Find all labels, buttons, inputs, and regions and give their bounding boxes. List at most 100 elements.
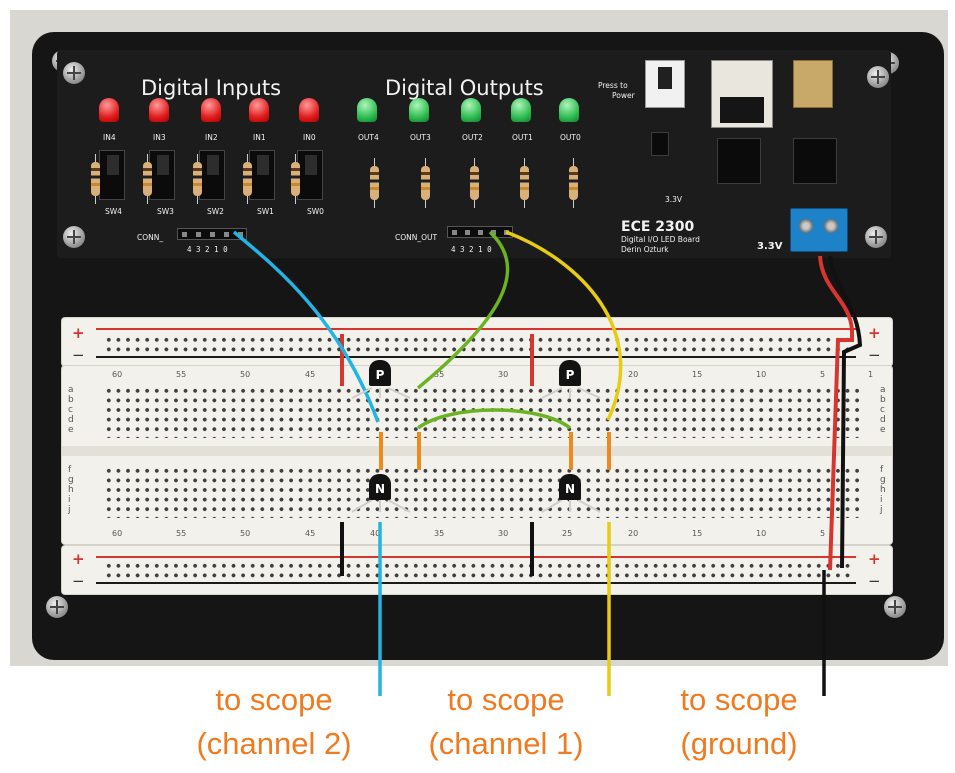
switch-icon[interactable]: [99, 150, 125, 200]
led-icon: [559, 98, 579, 122]
usb-c-port: [793, 60, 833, 108]
rail-plus: +: [868, 324, 881, 342]
row-letter: h: [68, 485, 74, 495]
conn-in-label: CONN_: [137, 233, 164, 242]
regulator: [717, 138, 761, 184]
row-letter: i: [880, 495, 883, 505]
black-power-wire: [828, 255, 863, 569]
screw-icon: [865, 226, 887, 248]
pmos-transistor-icon: P: [369, 360, 391, 386]
led-icon: [201, 98, 221, 122]
col-number: 10: [756, 529, 767, 538]
col-number: 5: [820, 370, 826, 379]
switch-label-sw4: SW4: [105, 207, 122, 216]
caption-line: (channel 2): [196, 726, 352, 761]
caption-line: to scope: [215, 682, 333, 717]
rail-plus: +: [72, 324, 85, 342]
screw-icon: [867, 66, 889, 88]
chip-ic: [651, 132, 669, 156]
switch-icon[interactable]: [199, 150, 225, 200]
led-label-out1: OUT1: [512, 133, 533, 142]
green-jumper-arc: [416, 408, 572, 430]
regulator-2: [793, 138, 837, 184]
row-letter: f: [880, 465, 884, 475]
led-icon: [461, 98, 481, 122]
switch-icon[interactable]: [149, 150, 175, 200]
col-number: 45: [305, 370, 316, 379]
red-power-wire: [818, 255, 854, 571]
resistor-icon: [470, 158, 479, 208]
resistor-icon: [291, 154, 300, 204]
rail-minus: −: [868, 572, 881, 590]
resistor-icon: [421, 158, 430, 208]
caption-ground: to scope (ground): [664, 678, 814, 766]
led-icon: [299, 98, 319, 122]
led-icon: [149, 98, 169, 122]
row-letter: c: [68, 405, 73, 415]
rail-minus: −: [72, 346, 85, 364]
caption-line: to scope: [680, 682, 798, 717]
row-letter: e: [68, 425, 74, 435]
screw-icon: [884, 596, 906, 618]
yellow-wire: [505, 230, 623, 421]
bottom-power-rail: + + − −: [62, 546, 892, 594]
col-number: 35: [434, 370, 445, 379]
top-power-rail: + + − −: [62, 318, 892, 366]
col-number: 25: [562, 529, 573, 538]
power-label-line2: Power: [612, 91, 635, 100]
row-letter: d: [68, 415, 74, 425]
row-letter: d: [880, 415, 886, 425]
power-button[interactable]: [645, 60, 685, 108]
col-number: 30: [498, 529, 509, 538]
inputs-title: Digital Inputs: [141, 76, 282, 100]
board-name: Digital I/O LED Board: [621, 235, 700, 244]
screw-icon: [63, 226, 85, 248]
strip-holes-bottom: [104, 466, 862, 518]
resistor-icon: [143, 154, 152, 204]
terminal-strip: 60 55 50 45 35 30 20 15 10 5 1 60 55 50 …: [62, 366, 892, 544]
led-label-out4: OUT4: [358, 133, 379, 142]
col-number: 40: [370, 529, 381, 538]
resistor-icon: [91, 154, 100, 204]
resistor-icon: [243, 154, 252, 204]
caption-channel-2: to scope (channel 2): [176, 678, 372, 766]
col-number: 60: [112, 370, 123, 379]
voltage-label: 3.3V: [757, 241, 783, 252]
led-label-in1: IN1: [253, 133, 266, 142]
rail-holes: [104, 335, 854, 355]
led-icon: [99, 98, 119, 122]
led-icon: [409, 98, 429, 122]
col-number: 55: [176, 370, 187, 379]
led-label-in0: IN0: [303, 133, 316, 142]
row-letter: a: [880, 385, 886, 395]
row-letter: f: [68, 465, 72, 475]
col-number: 55: [176, 529, 187, 538]
col-number: 10: [756, 370, 767, 379]
switch-label-sw0: SW0: [307, 207, 324, 216]
col-number: 1: [868, 370, 874, 379]
col-number: 50: [240, 370, 251, 379]
col-number: 45: [305, 529, 316, 538]
nmos-transistor-icon: N: [559, 474, 581, 500]
conn-out-pins: 4 3 2 1 0: [451, 245, 492, 254]
col-number: 20: [628, 529, 639, 538]
led-icon: [511, 98, 531, 122]
led-icon: [249, 98, 269, 122]
led-icon: [357, 98, 377, 122]
switch-icon[interactable]: [297, 150, 323, 200]
rail-holes: [104, 561, 854, 581]
col-number: 30: [498, 370, 509, 379]
rail-minus: −: [868, 346, 881, 364]
led-label-in3: IN3: [153, 133, 166, 142]
resistor-icon: [569, 158, 578, 208]
course-title: ECE 2300: [621, 219, 695, 235]
switch-icon[interactable]: [249, 150, 275, 200]
rail-plus: +: [868, 550, 881, 568]
barrel-jack: [711, 60, 773, 128]
switch-label-sw1: SW1: [257, 207, 274, 216]
row-letter: a: [68, 385, 74, 395]
screw-icon: [46, 596, 68, 618]
row-letter: c: [880, 405, 885, 415]
rail-plus: +: [72, 550, 85, 568]
